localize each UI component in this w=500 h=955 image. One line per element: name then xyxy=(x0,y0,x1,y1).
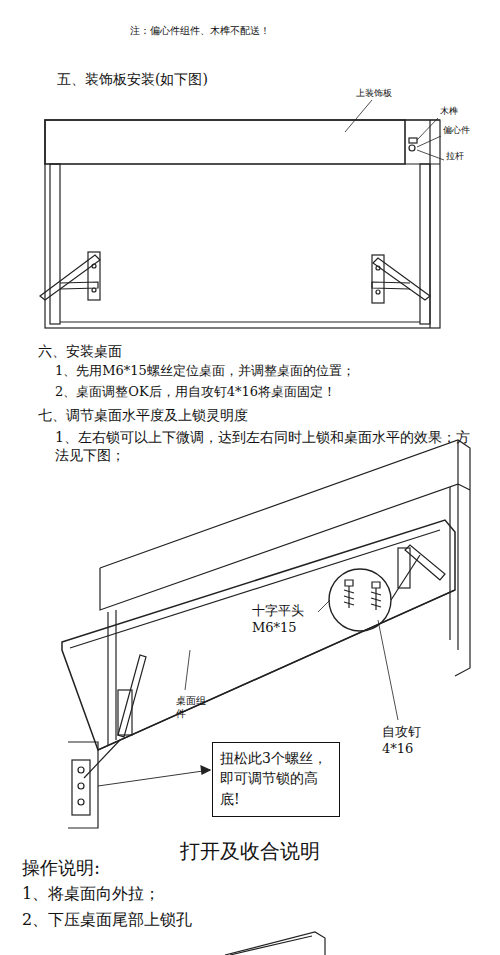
part-name: 木榫 xyxy=(440,106,480,118)
section-heading: 操作说明: xyxy=(22,856,222,879)
step-text: 1、将桌面向外拉； xyxy=(22,884,322,905)
part-name: 偏心件 xyxy=(443,125,493,137)
callout-text: 扭松此3个螺丝，即可调节锁的高底! xyxy=(220,748,332,809)
section-heading: 七、调节桌面水平度及上锁灵明度 xyxy=(38,406,468,424)
step-text: 1、先用M6*15螺丝定位桌面，并调整桌面的位置； xyxy=(55,363,485,380)
step-text: 1、左右锁可以上下微调，达到左右同时上锁和桌面水平的效果；方法见下图； xyxy=(55,428,475,464)
callout-box: 扭松此3个螺丝，即可调节锁的高底! xyxy=(212,742,340,817)
part-name: 拉杆 xyxy=(446,151,486,163)
part-name: 上装饰板 xyxy=(356,88,416,100)
section-heading: 五、装饰板安装(如下图) xyxy=(57,70,357,88)
section-heading: 六、安装桌面 xyxy=(38,342,338,360)
step-text: 2、桌面调整OK后，用自攻钉4*16将桌面固定！ xyxy=(55,384,485,401)
part-name: 桌面组件 xyxy=(176,694,208,720)
cabinet-front xyxy=(40,100,444,328)
step-text: 2、下压桌面尾部上锁孔 xyxy=(22,910,322,931)
part-name: 十字平头 M6*15 xyxy=(252,603,318,637)
section-title: 打开及收合说明 xyxy=(180,838,340,864)
open-close-sketch xyxy=(225,932,325,955)
part-name: 自攻钉 4*16 xyxy=(382,724,440,758)
cabinet-perspective xyxy=(62,440,470,828)
note: 注：偏心件组件、木榫不配送！ xyxy=(130,24,390,37)
